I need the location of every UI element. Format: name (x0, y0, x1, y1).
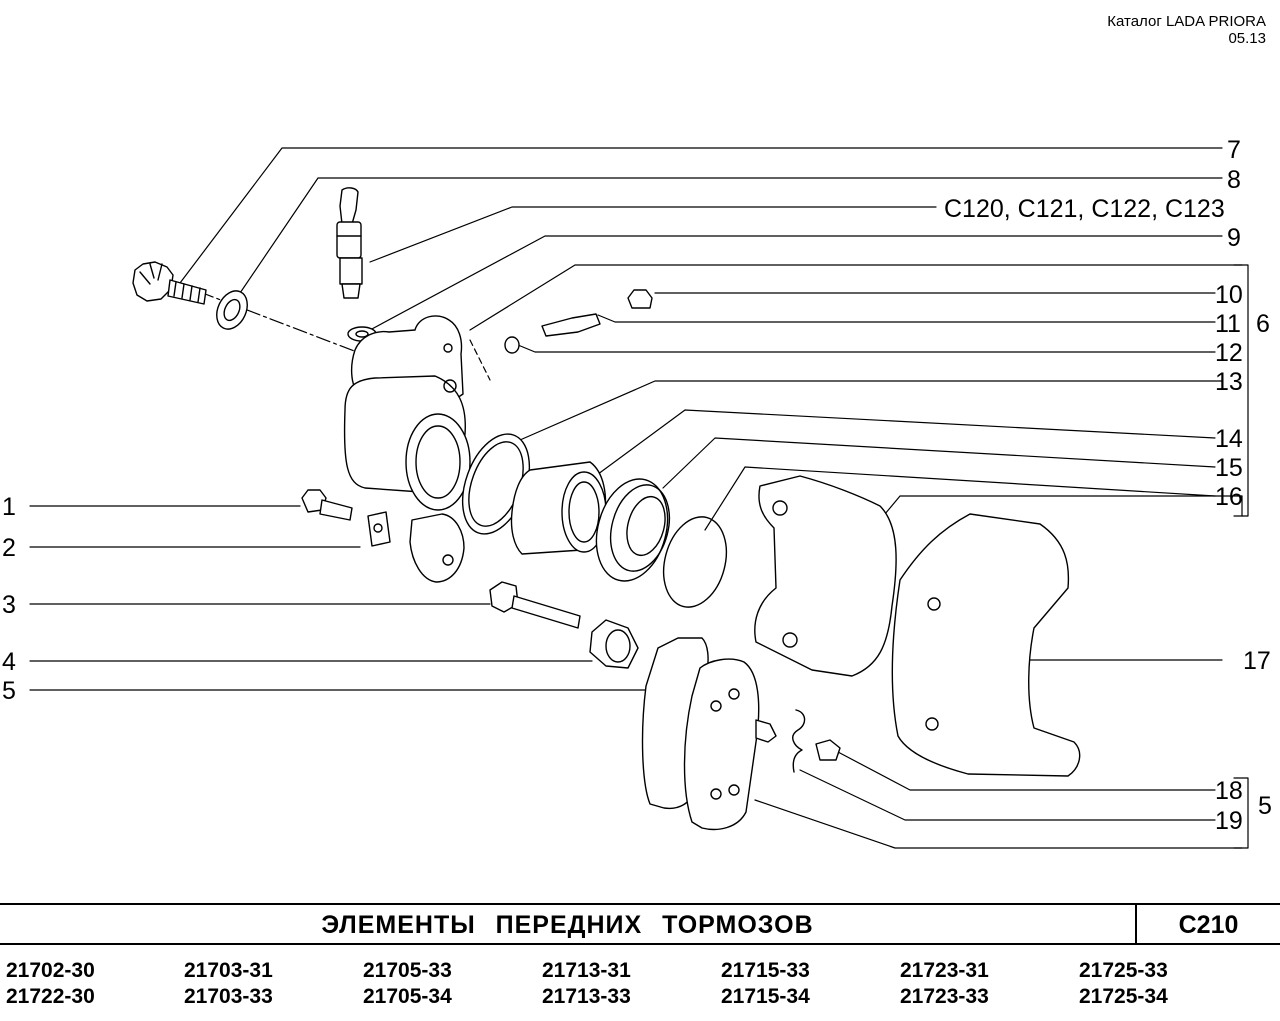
guide-pin-boot-part (589, 619, 639, 669)
callout-4: 4 (2, 648, 16, 676)
model-code: 21705-33 (363, 959, 452, 982)
callout-10: 10 (1215, 281, 1243, 309)
caliper-bracket-part (754, 475, 897, 677)
screw-part (815, 739, 841, 761)
catalog-name: Каталог LADA PRIORA (1107, 13, 1266, 30)
lock-plate-part (367, 511, 391, 547)
caliper-body-part (343, 315, 471, 583)
model-code: 21723-31 (900, 959, 989, 982)
model-code: 21702-30 (6, 959, 95, 982)
callout-2: 2 (2, 534, 16, 562)
callout-labels: 7 8 С120, С121, С122, С123 9 10 11 12 13… (2, 136, 1272, 835)
title-bar: ЭЛЕМЕНТЫ ПЕРЕДНИХ ТОРМОЗОВ С210 (0, 903, 1280, 945)
model-column: 21715-33 21715-34 (721, 958, 810, 1010)
leader-lines (29, 147, 1249, 849)
model-code: 21723-33 (900, 985, 989, 1008)
callout-13: 13 (1215, 368, 1243, 396)
retaining-ring-part (662, 516, 728, 608)
callout-9: 9 (1227, 224, 1241, 252)
model-code: 21713-33 (542, 985, 631, 1008)
callout-5: 5 (2, 677, 16, 705)
model-code: 21722-30 (6, 985, 95, 1008)
callout-7: 7 (1227, 136, 1241, 164)
model-code: 21705-34 (363, 985, 452, 1008)
callout-19: 19 (1215, 807, 1243, 835)
callout-12: 12 (1215, 339, 1243, 367)
model-code: 21725-33 (1079, 959, 1168, 982)
anchor-bracket-part (891, 513, 1081, 777)
model-code: 21703-31 (184, 959, 273, 982)
model-column: 21713-31 21713-33 (542, 958, 631, 1010)
callout-reference: С120, С121, С122, С123 (944, 195, 1225, 223)
group-label-6: 6 (1256, 310, 1270, 338)
callout-18: 18 (1215, 777, 1243, 805)
exploded-parts-diagram: 7 8 С120, С121, С122, С123 9 10 11 12 13… (2, 136, 1272, 849)
title-divider (1135, 905, 1137, 943)
callout-15: 15 (1215, 454, 1243, 482)
caliper-bolt-part (301, 489, 353, 521)
catalog-date: 05.13 (1228, 30, 1266, 47)
model-code: 21715-34 (721, 985, 810, 1008)
model-code: 21725-34 (1079, 985, 1168, 1008)
model-code: 21703-33 (184, 985, 273, 1008)
dust-boot-part (595, 478, 671, 582)
section-code: С210 (1178, 911, 1239, 939)
washer-part (216, 290, 248, 330)
model-column: 21723-31 21723-33 (900, 958, 989, 1010)
model-column: 21705-33 21705-34 (363, 958, 452, 1010)
model-code: 21713-31 (542, 959, 631, 982)
page-title: ЭЛЕМЕНТЫ ПЕРЕДНИХ ТОРМОЗОВ (321, 911, 814, 939)
callout-8: 8 (1227, 166, 1241, 194)
group-label-5: 5 (1258, 792, 1272, 820)
bleeder-parts (504, 289, 653, 354)
callout-17: 17 (1243, 647, 1271, 675)
model-code: 21715-33 (721, 959, 810, 982)
guide-bolt-part (132, 261, 207, 305)
callout-14: 14 (1215, 425, 1243, 453)
callout-1: 1 (2, 493, 16, 521)
model-column: 21702-30 21722-30 (6, 958, 95, 1010)
piston-part (510, 461, 607, 555)
catalog-header: Каталог LADA PRIORA 05.13 (1107, 13, 1266, 47)
spring-clip-part (792, 709, 806, 773)
model-column: 21725-33 21725-34 (1079, 958, 1168, 1010)
callout-3: 3 (2, 591, 16, 619)
brake-pad-inner-part (683, 658, 777, 831)
guide-pin-part (489, 581, 581, 629)
callout-16: 16 (1215, 483, 1243, 511)
callout-11: 11 (1215, 310, 1241, 338)
model-column: 21703-31 21703-33 (184, 958, 273, 1010)
brake-hose-part (336, 187, 377, 342)
